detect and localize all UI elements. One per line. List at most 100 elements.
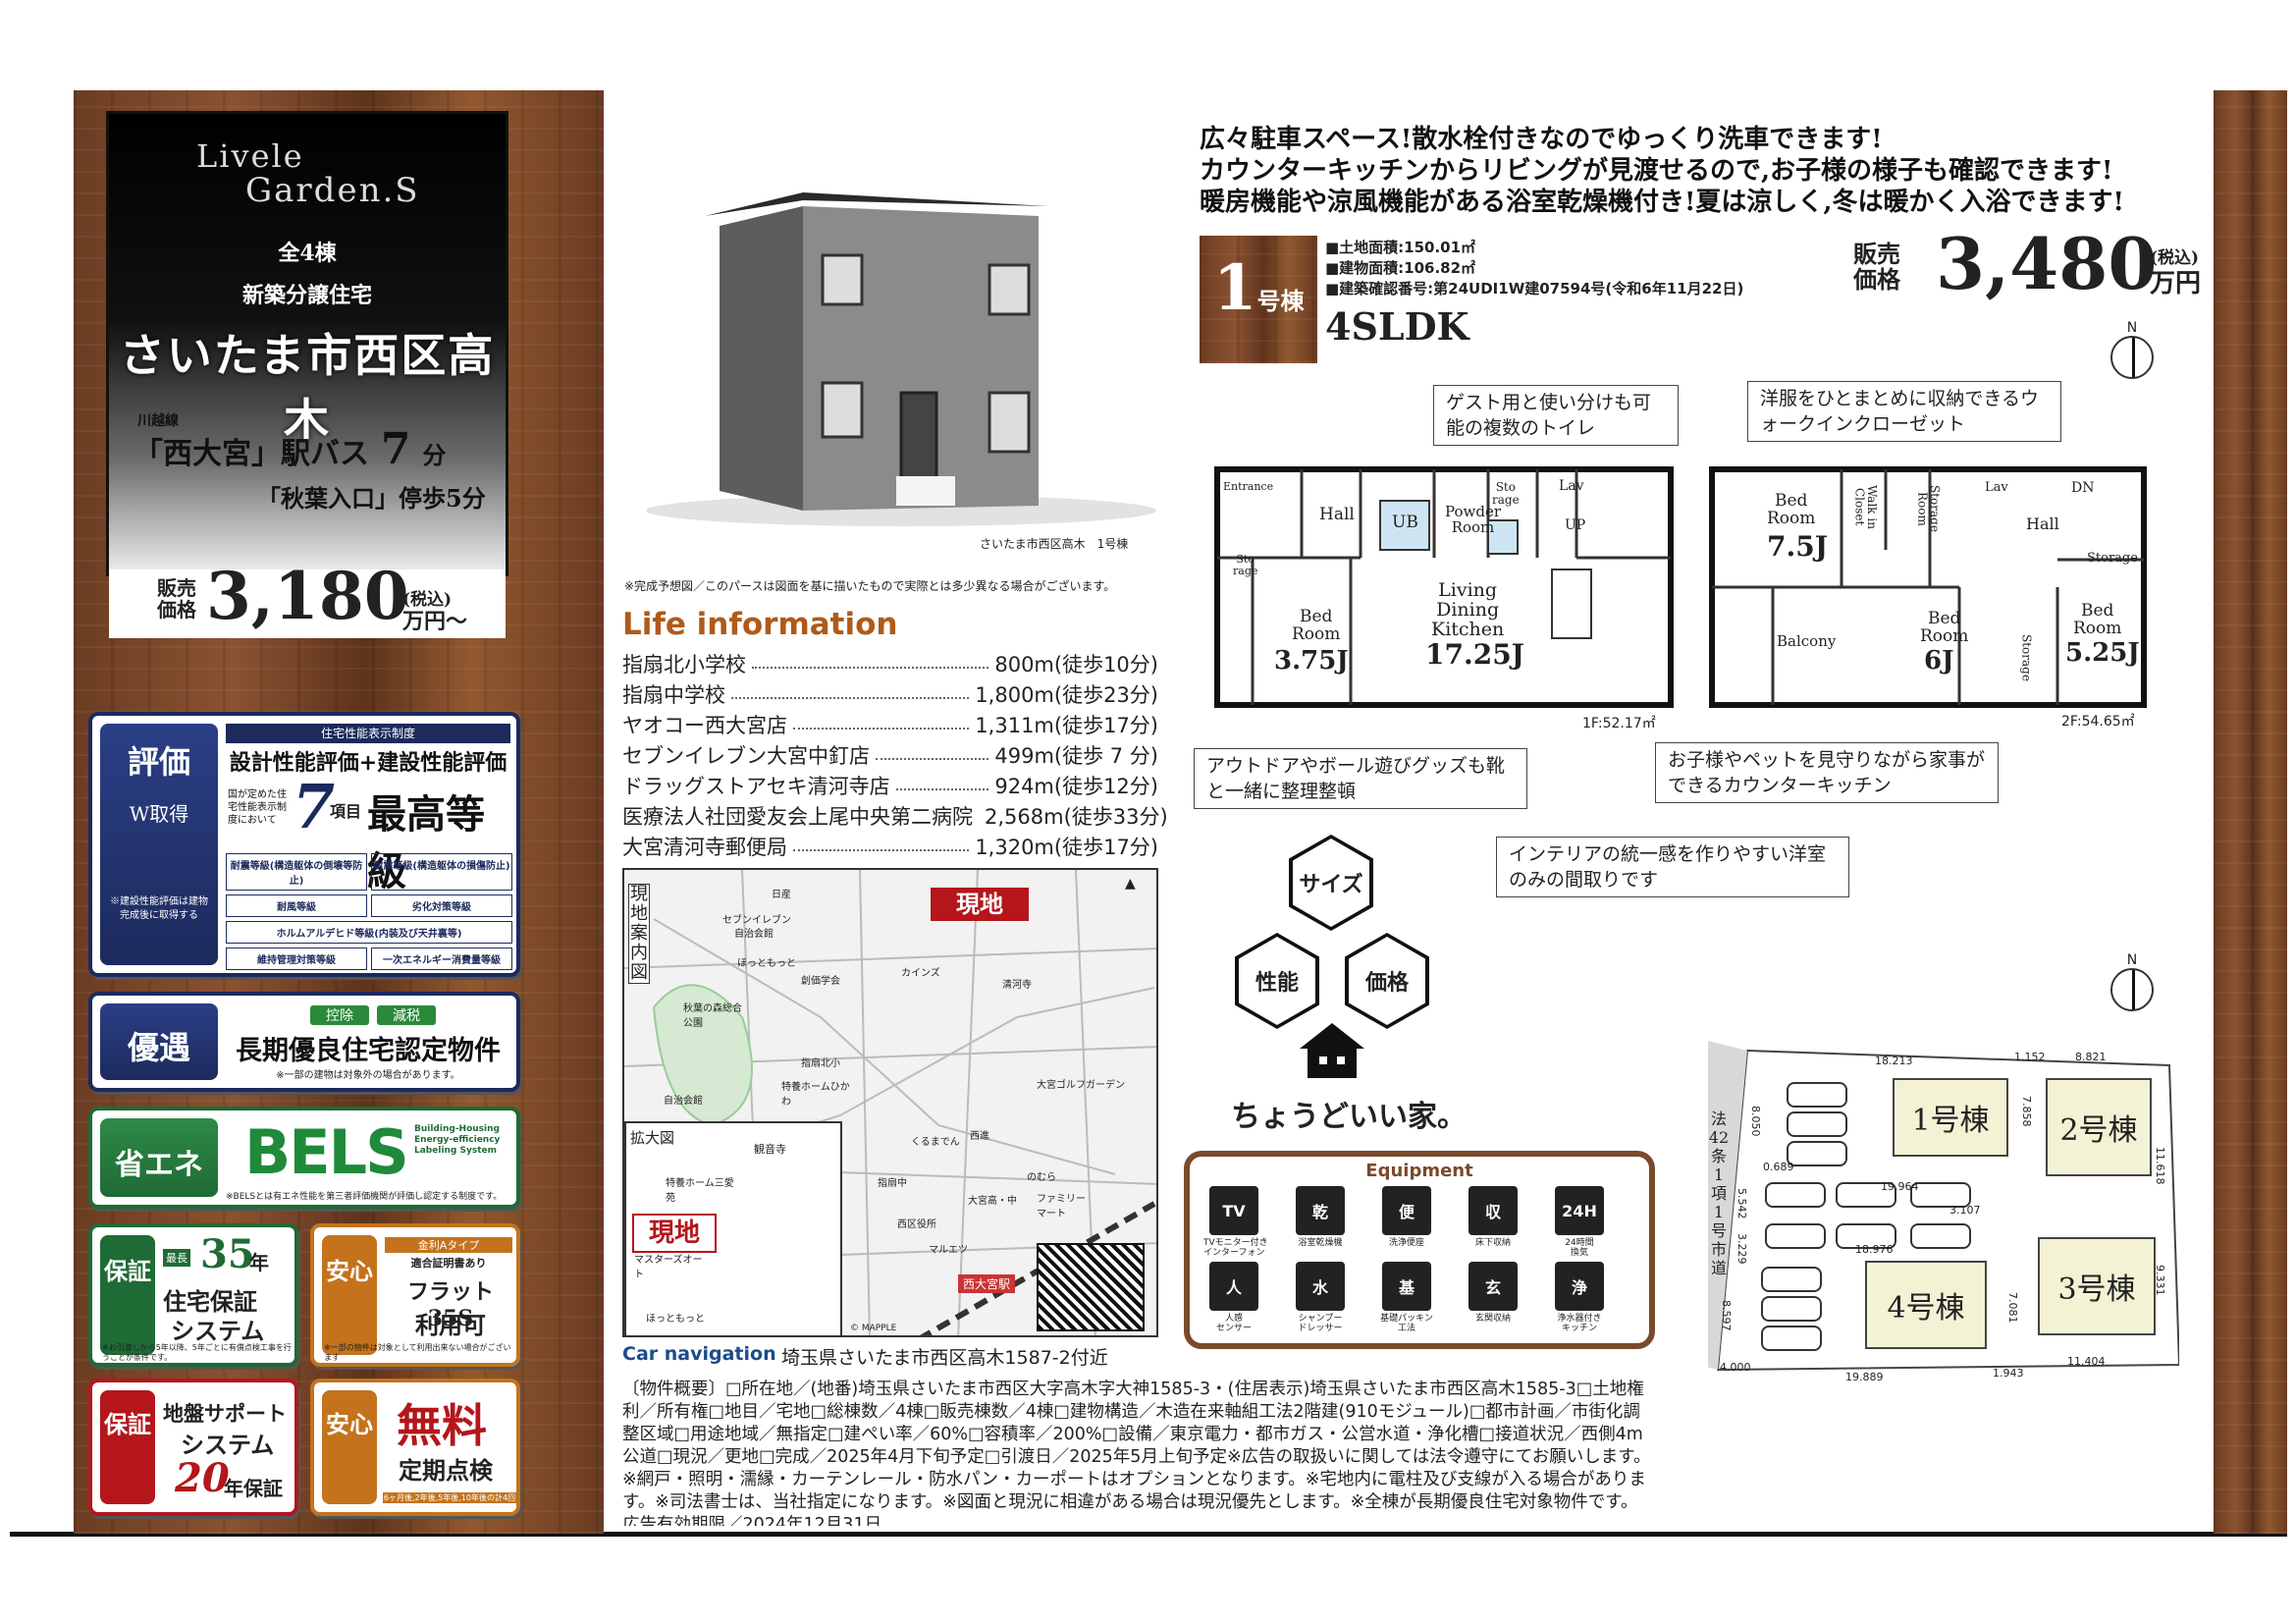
parking-space (1765, 1223, 1826, 1249)
equipment-icon: 便 (1382, 1186, 1431, 1235)
dim-label: 9.331 (2154, 1265, 2166, 1296)
map-site-label: 現地 (931, 888, 1029, 921)
flat35-card: 安心 金利Aタイプ 適合証明書あり フラット35S 利用可 ※一部の物件は対象と… (310, 1223, 520, 1367)
bottom-rule (10, 1532, 2287, 1537)
life-item-name: ドラッグストアセキ清河寺店 (622, 774, 890, 798)
hyoka-cell: ホルムアルデヒド等級(内装及び天井裏等) (226, 921, 512, 944)
hyoka-title-small: 住宅性能表示制度 (226, 724, 510, 743)
equipment-item: 基基礎パッキン 工法 (1376, 1262, 1437, 1333)
life-item-name: 大宮清河寺郵便局 (622, 835, 787, 859)
carnav-label: Car navigation (622, 1343, 776, 1365)
equipment-icon: TV (1209, 1186, 1258, 1235)
lot-1[interactable]: 1号棟 (1893, 1078, 2008, 1157)
equipment-label: 洗浄便座 (1388, 1238, 1424, 1248)
unit-price-label: 販売 価格 (1853, 240, 1900, 294)
lot-2[interactable]: 2号棟 (2046, 1078, 2152, 1176)
parking-space (1836, 1182, 1896, 1208)
tenken-note: 6ヶ月後,2年後,5年後,10年後の計4回 (383, 1492, 516, 1503)
room-label: UP (1565, 517, 1586, 533)
headline: 広々駐車スペース!散水栓付きなのでゆっくり洗車できます! カウンターキッチンから… (1200, 124, 2211, 218)
map-place: 指扇北小 (801, 1058, 840, 1069)
hosho35-num: 35 (200, 1231, 255, 1277)
qr-code-icon[interactable] (1037, 1243, 1145, 1331)
life-item-distance: 924m(徒歩12分) (994, 774, 1158, 798)
dim-label: 7.081 (2006, 1292, 2019, 1324)
life-item: ドラッグストアセキ清河寺店 924m(徒歩12分) (622, 770, 1158, 800)
clock-24h-icon: 24H (1555, 1186, 1604, 1235)
map-place: 指扇中 (878, 1178, 907, 1189)
equipment-icon: 玄 (1468, 1262, 1518, 1311)
hyoka-cell: 耐震等級(構造躯体の損傷防止) (371, 853, 512, 891)
equipment-icon: 浄 (1555, 1262, 1604, 1311)
inset-label: 拡大図 (630, 1129, 675, 1147)
callout-wic: 洋服をひとまとめに収納できるウォークインクローゼット (1747, 381, 2061, 442)
equipment-item: 浄浄水器付き キッチン (1549, 1262, 1610, 1333)
headline-line: 暖房機能や涼風機能がある浴室乾燥機付き!夏は涼しく,冬は暖かく入浴できます! (1200, 188, 2124, 217)
map-place: 創価学会 (801, 976, 840, 987)
map-place: のむら (1027, 1172, 1056, 1183)
shoene-note: ※BELSとは有エネ性能を第三者評価機関が評価し認定する制度です。 (226, 1192, 503, 1202)
room-label: Lav (1985, 480, 2008, 495)
unit-price-unit: 万円 (2150, 269, 2202, 298)
room-label: Storage (2087, 551, 2138, 566)
yugu-k2: 減税 (377, 1005, 436, 1025)
lot-3[interactable]: 3号棟 (2038, 1237, 2156, 1335)
dim-label: 7.858 (2020, 1096, 2033, 1127)
lot-4[interactable]: 4号棟 (1865, 1261, 1987, 1349)
equipment-label: 玄関収納 (1474, 1314, 1511, 1324)
room-label: Bed Room (1920, 609, 1969, 646)
equipment-item: 便洗浄便座 (1376, 1186, 1437, 1258)
dim-label: 1.943 (1993, 1367, 2024, 1380)
leader-dots (793, 720, 970, 730)
hosho35-card: 保証 最長 35 年 住宅保証 システム ※お引渡しから5年以降、5年ごとに有償… (88, 1223, 298, 1367)
yugu-k1: 控除 (310, 1005, 369, 1025)
life-item-distance: 1,320m(徒歩17分) (975, 835, 1158, 859)
equipment-icon: 人 (1209, 1262, 1258, 1311)
parking-space (1910, 1182, 1971, 1208)
unit-num: 1 (1213, 251, 1257, 325)
dim-label: 18.976 (1855, 1243, 1894, 1256)
inset-place: 特養ホーム三愛苑 (666, 1178, 734, 1204)
room-size: 7.5J (1767, 530, 1828, 563)
map-place: 日産 (772, 890, 791, 900)
leader-dots (876, 750, 989, 760)
logo-line2: Garden.S (245, 171, 420, 210)
room-size: 5.25J (2065, 638, 2140, 668)
hosho35-pre: 最長 (163, 1249, 190, 1267)
dim-label: 0.689 (1763, 1161, 1794, 1173)
flat35-pre2: 適合証明書あり (410, 1257, 487, 1270)
life-item: 大宮清河寺郵便局 1,320m(徒歩17分) (622, 831, 1158, 861)
room-label: Hall (2026, 514, 2059, 533)
flat35-tag-text: 安心 (326, 1257, 373, 1285)
hyoka-cell: 維持管理対策等級 (226, 947, 367, 970)
inset-place: 観音寺 (754, 1143, 786, 1156)
jiban-tag-text: 保証 (104, 1410, 151, 1438)
life-item-distance: 2,568m(徒歩33分) (985, 804, 1168, 829)
hyoka-suffix: 項目 (330, 802, 362, 821)
access-minutes: 7 (380, 424, 411, 474)
headline-line: カウンターキッチンからリビングが見渡せるので,お子様の様子も確認できます! (1200, 156, 2113, 186)
parking-space (1765, 1182, 1826, 1208)
map-place: セブンイレブン (722, 915, 791, 926)
dim-label: 3.229 (1735, 1233, 1748, 1265)
hyoka-grid: 耐震等級(構造躯体の倒壊等防止) 耐震等級(構造躯体の損傷防止) 耐風等級 劣化… (226, 853, 512, 970)
unit-layout: 4SLDK (1325, 304, 1469, 349)
hyoka-tag: 評価 W取得 ※建設性能評価は建物完成後に取得する (100, 724, 218, 965)
parking-space (1787, 1141, 1847, 1166)
brand-units: 全4棟 (278, 241, 337, 266)
life-item-name: 指扇北小学校 (622, 652, 746, 677)
map-place: 自治会館 (734, 929, 774, 940)
room-size: 6J (1924, 646, 1954, 676)
dim-label: 5.542 (1735, 1188, 1748, 1219)
flat35-note: ※一部の物件は対象として利用出来ない場合がございます (324, 1343, 511, 1362)
headline-line: 広々駐車スペース!散水栓付きなのでゆっくり洗車できます! (1200, 125, 1883, 154)
property-summary: 〔物件概要〕□所在地／(地番)埼玉県さいたま市西区大字高木字大神1585-3・(… (622, 1380, 1651, 1526)
equipment-label: 浴室乾燥機 (1298, 1238, 1343, 1248)
north-arrow-icon: ▲ (1125, 876, 1136, 892)
map-label: 現地案内図 (628, 884, 650, 984)
equipment-item: 玄玄関収納 (1463, 1262, 1523, 1333)
